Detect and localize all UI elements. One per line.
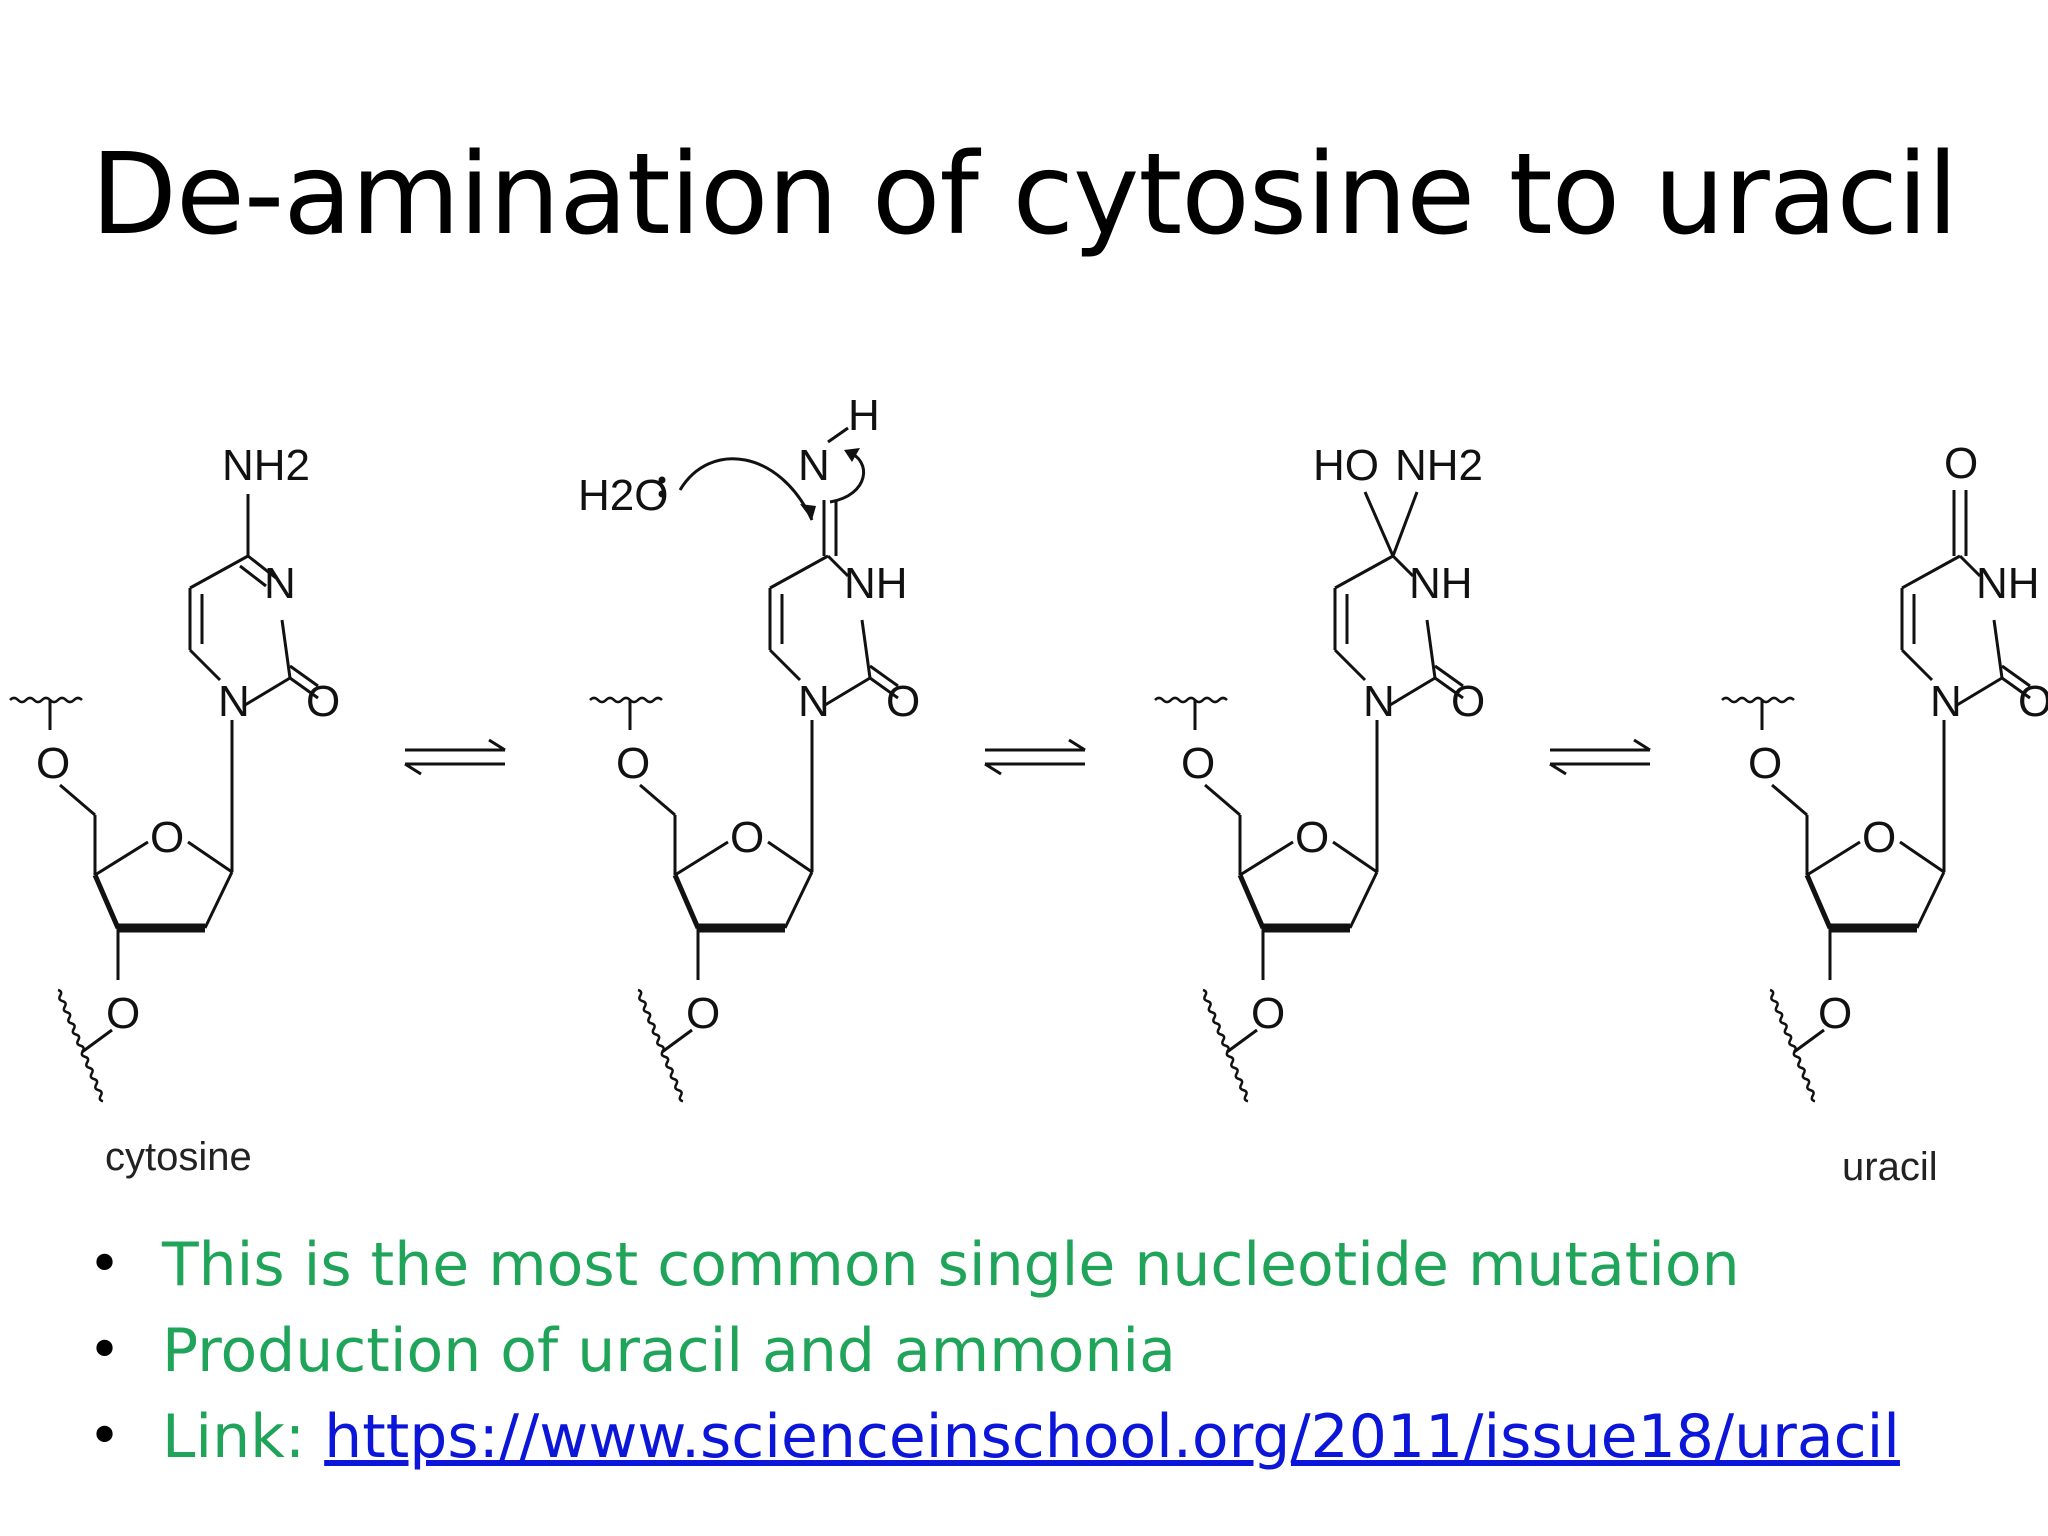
n1-label: N [218,677,250,726]
n3-label: N [264,559,296,608]
equilibrium-arrow-2 [983,738,1087,776]
svg-text:N: N [798,677,830,726]
svg-text:N: N [1930,677,1962,726]
bullet-dot: • [88,1404,122,1469]
cytosine-structure: N O N NH2 cytosine [10,441,340,1179]
svg-text:NH: NH [844,559,908,608]
amine-label: NH2 [222,441,310,490]
reference-link[interactable]: https://www.scienceinschool.org/2011/iss… [324,1402,1900,1472]
bullet-list: • This is the most common single nucleot… [80,1222,1900,1480]
imine-intermediate-structure: N O NH N H H2O [578,391,920,1102]
uracil-structure: N O NH O uracil [1722,439,2048,1189]
uracil-name: uracil [1842,1145,1938,1189]
equilibrium-arrow-1 [403,738,507,776]
bullet-item: • This is the most common single nucleot… [80,1222,1900,1308]
equilibrium-arrow-3 [1548,738,1652,776]
svg-text:O: O [1451,677,1485,726]
svg-text:O: O [886,677,920,726]
svg-text:HO: HO [1313,441,1379,490]
svg-text:O: O [2018,677,2048,726]
bullet-text: This is the most common single nucleotid… [162,1230,1740,1300]
svg-text:N: N [1363,677,1395,726]
svg-text:NH2: NH2 [1395,441,1483,490]
deamination-scheme: O O O N O [0,391,2048,1189]
slide-title: De-amination of cytosine to uracil [90,130,1959,260]
bullet-item: • Link: https://www.scienceinschool.org/… [80,1394,1900,1480]
svg-text:NH: NH [1409,559,1473,608]
c2-o-label: O [306,677,340,726]
tetrahedral-intermediate-structure: N O NH HO NH2 [1155,441,1485,1102]
svg-text:NH: NH [1976,559,2040,608]
bullet-dot: • [88,1232,122,1297]
bullet-item: • Production of uracil and ammonia [80,1308,1900,1394]
svg-text:H: H [848,391,880,440]
svg-text:N: N [798,441,830,490]
cytosine-name: cytosine [105,1135,252,1179]
svg-text:O: O [1944,439,1978,488]
bullet-text: Production of uracil and ammonia [162,1316,1176,1386]
bullet-dot: • [88,1318,122,1383]
water-label: H2O [578,471,668,520]
bullet-text: Link: [162,1402,325,1472]
